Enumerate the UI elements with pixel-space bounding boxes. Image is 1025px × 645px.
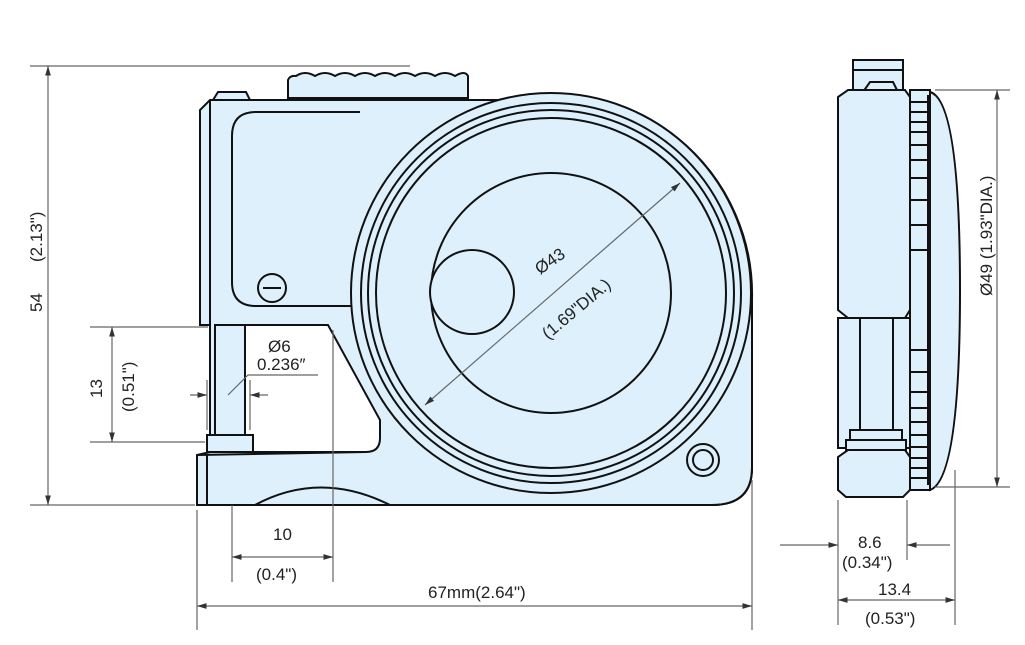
belt-clip-rivet [686, 443, 720, 477]
height-in-label: (2.13") [27, 212, 46, 262]
slot-height-label: 13 [87, 379, 106, 398]
screw-icon [257, 273, 287, 303]
reel-ring-outer [350, 92, 752, 494]
pin [214, 324, 246, 436]
slot-cutout [244, 324, 381, 453]
side-view [837, 59, 962, 498]
body-depth-label: 8.6 [858, 533, 882, 552]
front-view [195, 72, 754, 506]
side-body [837, 89, 911, 319]
ring-ticks [910, 101, 928, 479]
total-depth-label: 13.4 [878, 580, 911, 599]
dimension-lines [30, 65, 1010, 630]
bottom-bar [197, 455, 380, 505]
thumb-grip [254, 486, 391, 506]
case-dia-label: Ø49 (1.93"DIA.) [977, 176, 996, 296]
body-depth-in-label: (0.34") [842, 553, 892, 572]
total-depth-in-label: (0.53") [865, 609, 915, 628]
width-label: 67mm(2.64") [428, 583, 526, 602]
slider-knob [287, 72, 469, 99]
slot-height-in-label: (0.51") [119, 362, 138, 412]
side-ring [909, 89, 931, 491]
height-label: 54 [27, 293, 46, 312]
inner-panel [231, 111, 360, 307]
pin-dia-in-label: 0.236″ [257, 355, 306, 374]
side-dome [929, 90, 962, 492]
reel-hub [429, 249, 515, 335]
slot-width-in-label: (0.4") [256, 565, 297, 584]
slot-width-label: 10 [273, 525, 292, 544]
pin-dia-label: Ø6 [268, 337, 291, 356]
top-nub [211, 91, 252, 101]
